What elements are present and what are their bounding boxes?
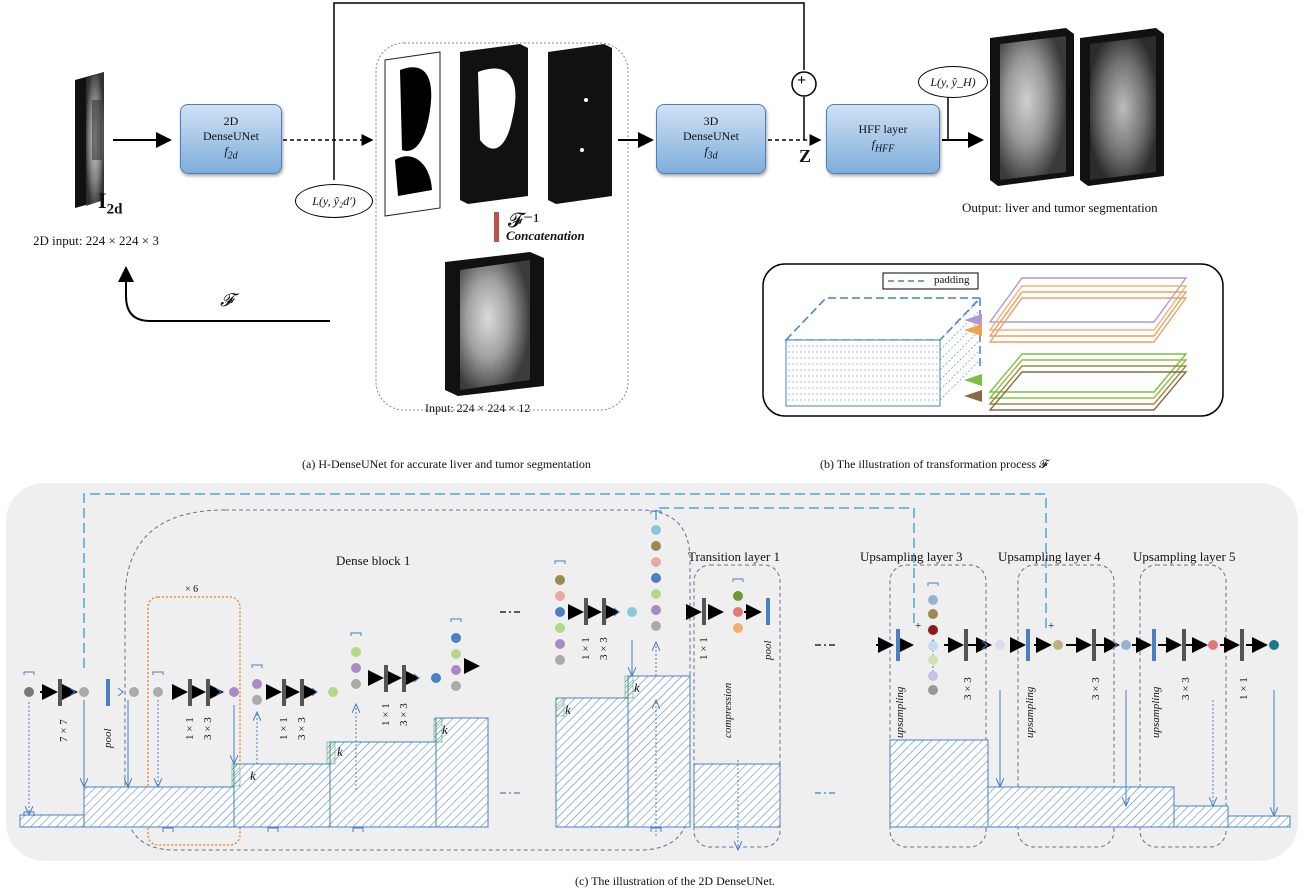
input-3d-symbol: I bbox=[530, 368, 538, 390]
dense2d-fn: f bbox=[224, 144, 228, 159]
concat-bar bbox=[494, 212, 499, 242]
conv3-label-5: 3 × 3 bbox=[962, 677, 974, 700]
conv1-label-1: 1 × 1 bbox=[184, 717, 196, 740]
concat-label: Concatenation bbox=[506, 228, 585, 243]
conv3-label-3: 3 × 3 bbox=[398, 703, 410, 726]
conv1-label-2: 1 × 1 bbox=[278, 717, 290, 740]
z-label: Z bbox=[799, 146, 812, 166]
transition-title: Transition layer 1 bbox=[688, 549, 780, 564]
output-caption: Output: liver and tumor segmentation bbox=[962, 200, 1158, 215]
k-label-5: k bbox=[634, 680, 640, 695]
feature-map-2 bbox=[460, 44, 528, 204]
upsampling-label-3: upsampling bbox=[1150, 686, 1162, 738]
conv3-label-1: 3 × 3 bbox=[202, 717, 214, 740]
feature-circles bbox=[24, 525, 1279, 705]
input-3d-caption: Input: 224 × 224 × 12 bbox=[425, 401, 531, 415]
loss-h: L(y, ŷ_H) bbox=[918, 66, 988, 98]
caption-c: (c) The illustration of the 2D DenseUNet… bbox=[575, 874, 776, 888]
layer-bars bbox=[58, 598, 1244, 706]
dense-block-title: Dense block 1 bbox=[336, 553, 411, 568]
plus-mark-1: + bbox=[915, 620, 922, 632]
compression-label: compression bbox=[722, 682, 734, 738]
conv1-label-6: 1 × 1 bbox=[1238, 677, 1250, 700]
conv3-label-7: 3 × 3 bbox=[1180, 677, 1192, 700]
transfer-arrows bbox=[964, 314, 982, 402]
sum-node bbox=[791, 71, 817, 97]
hff-box: HFF layer fHFF bbox=[826, 104, 940, 174]
k-label-2: k bbox=[337, 744, 343, 759]
dense3d-name: DenseUNet bbox=[683, 129, 739, 144]
input-2d-symbol: I bbox=[98, 188, 107, 213]
upsampling-3-title: Upsampling layer 3 bbox=[860, 549, 963, 564]
plus-mark-2: + bbox=[1048, 620, 1055, 632]
stacked-slices-bottom bbox=[988, 353, 1188, 411]
caption-b: (b) The illustration of transformation p… bbox=[820, 457, 1048, 471]
output-volume-1 bbox=[990, 28, 1074, 186]
feature-map-3 bbox=[548, 44, 612, 204]
dense2d-box: 2D DenseUNet f2d bbox=[180, 104, 282, 174]
k-label-4: k bbox=[565, 702, 571, 717]
conv3-label-2: 3 × 3 bbox=[296, 717, 308, 740]
upsampling-label-2: upsampling bbox=[1024, 686, 1036, 738]
conv3-label-4: 3 × 3 bbox=[598, 637, 610, 660]
conv7-label: 7 × 7 bbox=[58, 719, 70, 742]
upsampling-4-title: Upsampling layer 4 bbox=[998, 549, 1101, 564]
input-2d-label: I2d bbox=[98, 188, 122, 218]
feature-map-1 bbox=[384, 51, 441, 217]
stacked-slices-top bbox=[988, 277, 1188, 343]
conv3-label-6: 3 × 3 bbox=[1090, 677, 1102, 700]
plus-label: + bbox=[797, 72, 807, 89]
padded-volume bbox=[784, 297, 982, 407]
conv1-label-4: 1 × 1 bbox=[580, 637, 592, 660]
k-label-3: k bbox=[442, 722, 448, 737]
transform-label: 𝓕 bbox=[220, 290, 234, 310]
hff-name: HFF layer bbox=[858, 121, 908, 136]
input-2d-volume bbox=[75, 72, 104, 208]
pool-label-1: pool bbox=[102, 728, 114, 748]
input-2d-caption: 2D input: 224 × 224 × 3 bbox=[33, 233, 159, 248]
dense2d-name: DenseUNet bbox=[203, 129, 259, 144]
upsampling-5-title: Upsampling layer 5 bbox=[1133, 549, 1236, 564]
hff-fn-sub: HFF bbox=[874, 143, 895, 155]
loss-2d: L(y, ŷ₂d′) bbox=[295, 184, 373, 218]
k-label-1: k bbox=[250, 768, 256, 783]
dense3d-title: 3D bbox=[703, 114, 719, 129]
upsampling-label-1: upsampling bbox=[894, 686, 906, 738]
conv1-label-5: 1 × 1 bbox=[698, 637, 710, 660]
input-3d-volume bbox=[445, 252, 544, 396]
times-6-label: × 6 bbox=[185, 584, 199, 595]
hff-fn: f bbox=[871, 136, 875, 151]
input-2d-sub: 2d bbox=[106, 201, 123, 218]
dense3d-box: 3D DenseUNet f3d bbox=[656, 104, 766, 174]
dense2d-title: 2D bbox=[223, 114, 239, 129]
inverse-label: 𝓕⁻¹ bbox=[508, 210, 540, 232]
caption-a: (a) H-DenseUNet for accurate liver and t… bbox=[302, 457, 591, 471]
dense3d-fn-sub: 3d bbox=[707, 150, 718, 162]
pool-label-2: pool bbox=[762, 640, 774, 660]
conv1-label-3: 1 × 1 bbox=[380, 703, 392, 726]
feature-staircase bbox=[19, 675, 1291, 828]
dense2d-fn-sub: 2d bbox=[227, 150, 238, 162]
dense3d-fn: f bbox=[704, 144, 708, 159]
legend-padding: padding bbox=[934, 274, 970, 286]
output-volume-2 bbox=[1080, 28, 1164, 186]
layer-arrows bbox=[40, 604, 1268, 700]
